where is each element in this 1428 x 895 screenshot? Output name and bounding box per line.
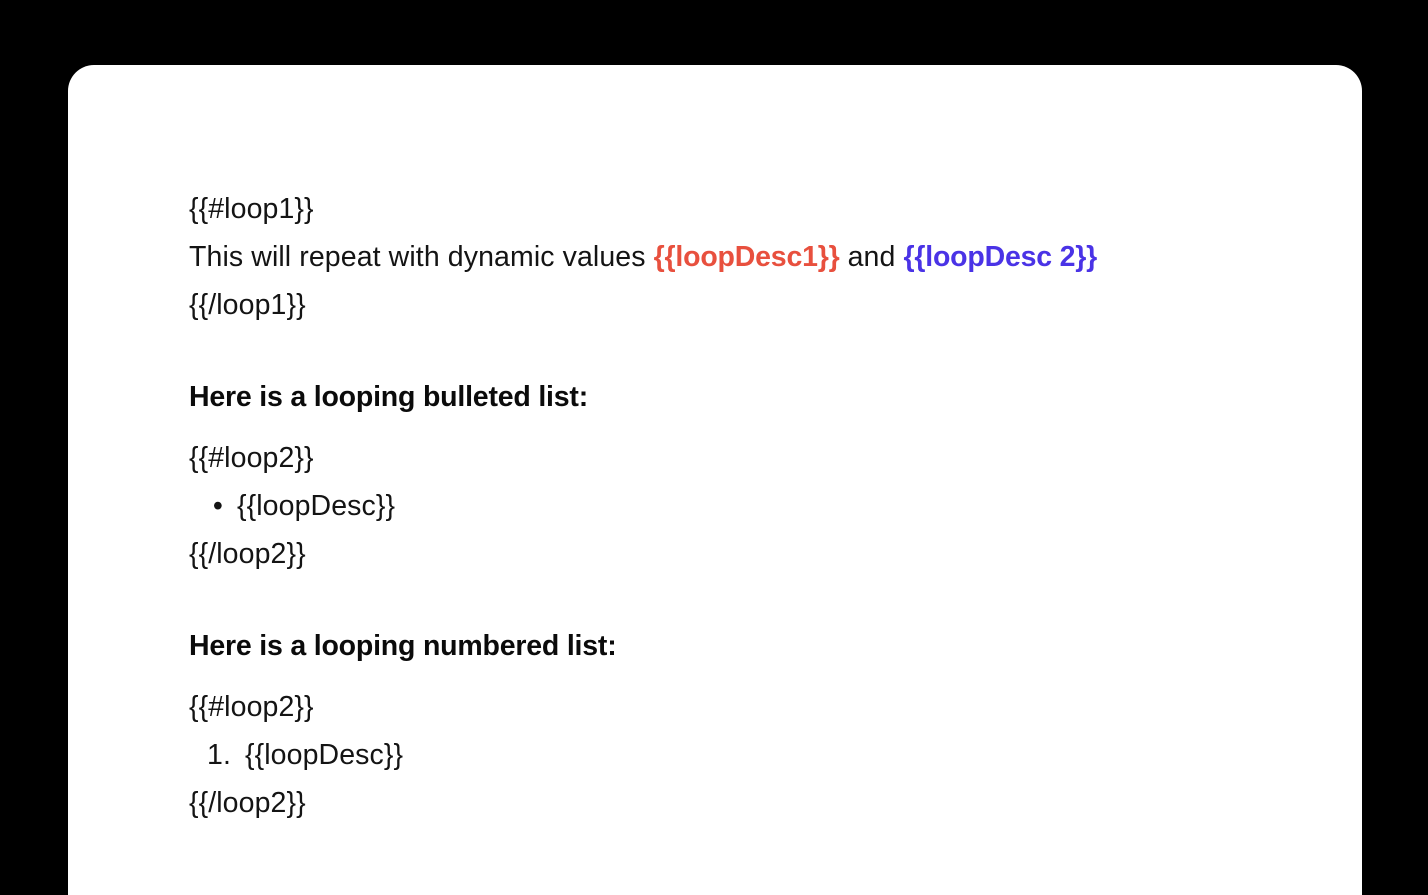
loop1-sentence-conjunction: and <box>839 241 904 273</box>
bulleted-list-item-text[interactable]: {{loopDesc}} <box>237 490 396 522</box>
numbered-loop-close-tag: {{/loop2}} <box>189 787 306 819</box>
numbered-loop-open-tag: {{#loop2}} <box>189 691 314 723</box>
spacer-numbered-heading <box>189 670 1322 683</box>
numbered-list-section: Here is a looping numbered list: {{#loop… <box>189 622 1322 827</box>
spacer-bulleted-heading <box>189 421 1322 434</box>
bulleted-loop-open-tag: {{#loop2}} <box>189 442 314 474</box>
spacer-after-bulleted <box>189 578 1322 622</box>
bulleted-list-heading: Here is a looping bulleted list: <box>189 381 588 413</box>
loop1-sentence: This will repeat with dynamic values {{l… <box>189 233 1322 281</box>
loop1-close-tag: {{/loop1}} <box>189 289 306 321</box>
variable-loopdesc1[interactable]: {{loopDesc1}} <box>653 241 840 273</box>
loop1-block: {{#loop1}} This will repeat with dynamic… <box>189 185 1322 329</box>
bulleted-loop-close-tag: {{/loop2}} <box>189 538 306 570</box>
loop1-sentence-prefix: This will repeat with dynamic values <box>189 241 654 273</box>
loop1-open-tag: {{#loop1}} <box>189 193 314 225</box>
numbered-list-heading: Here is a looping numbered list: <box>189 630 617 662</box>
numbered-list-item-text[interactable]: {{loopDesc}} <box>245 739 404 771</box>
bulleted-list-item: • {{loopDesc}} <box>189 482 1322 530</box>
bulleted-list-section: Here is a looping bulleted list: {{#loop… <box>189 373 1322 578</box>
list-number-marker: 1. <box>207 739 231 771</box>
document-card: {{#loop1}} This will repeat with dynamic… <box>68 65 1362 895</box>
variable-loopdesc2[interactable]: {{loopDesc 2}} <box>903 241 1098 273</box>
spacer-after-loop1 <box>189 329 1322 373</box>
numbered-list-item: 1. {{loopDesc}} <box>189 731 1322 779</box>
document-body[interactable]: {{#loop1}} This will repeat with dynamic… <box>189 185 1322 827</box>
bullet-marker-icon: • <box>212 490 223 522</box>
